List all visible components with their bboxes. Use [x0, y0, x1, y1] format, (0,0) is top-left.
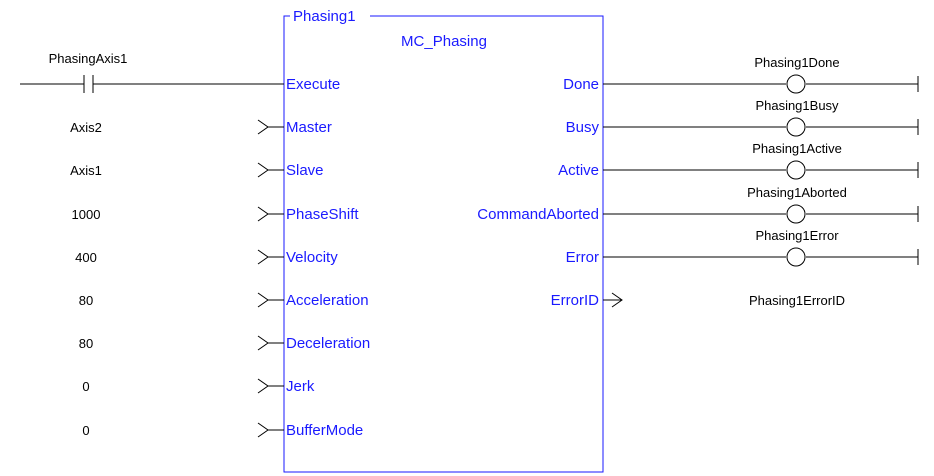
- coil-icon[interactable]: [603, 74, 919, 94]
- function-block-border: [283, 15, 604, 473]
- input-arrow-icon: [257, 292, 284, 308]
- output-value-error-id: Phasing1ErrorID: [749, 293, 845, 308]
- pin-deceleration[interactable]: Deceleration: [286, 335, 370, 352]
- input-row-buffer-mode: 0 BufferMode: [82, 422, 363, 439]
- coil-icon[interactable]: [603, 247, 919, 267]
- input-row-master: Axis2 Master: [70, 119, 332, 136]
- input-value-phase-shift: 1000: [72, 207, 101, 222]
- input-value-acceleration: 80: [79, 293, 93, 308]
- pin-slave[interactable]: Slave: [286, 162, 324, 179]
- input-row-phase-shift: 1000 PhaseShift: [72, 206, 360, 223]
- input-arrow-icon: [257, 249, 284, 265]
- output-row-active: Active Phasing1Active: [558, 141, 919, 180]
- coil-icon[interactable]: [603, 117, 919, 137]
- block-instance-name: Phasing1: [293, 8, 356, 25]
- input-value-deceleration: 80: [79, 336, 93, 351]
- output-row-error-id: ErrorID Phasing1ErrorID: [551, 292, 845, 309]
- pin-jerk[interactable]: Jerk: [286, 378, 315, 395]
- input-value-jerk: 0: [82, 379, 89, 394]
- input-row-slave: Axis1 Slave: [70, 162, 323, 179]
- pin-command-aborted[interactable]: CommandAborted: [477, 206, 599, 223]
- input-row-deceleration: 80 Deceleration: [79, 335, 370, 352]
- input-value-execute: PhasingAxis1: [49, 51, 128, 66]
- pin-acceleration[interactable]: Acceleration: [286, 292, 369, 309]
- output-row-done: Done Phasing1Done: [563, 55, 919, 94]
- input-row-velocity: 400 Velocity: [75, 249, 338, 266]
- block-type-name: MC_Phasing: [401, 33, 487, 50]
- pin-busy[interactable]: Busy: [566, 119, 600, 136]
- input-arrow-icon: [257, 422, 284, 438]
- output-arrow-icon: [603, 292, 623, 308]
- output-value-done: Phasing1Done: [754, 55, 839, 70]
- coil-icon[interactable]: [603, 160, 919, 180]
- input-value-velocity: 400: [75, 250, 97, 265]
- pin-error[interactable]: Error: [566, 249, 599, 266]
- output-row-error: Error Phasing1Error: [566, 228, 919, 267]
- input-arrow-icon: [257, 335, 284, 351]
- pin-error-id[interactable]: ErrorID: [551, 292, 600, 309]
- output-value-busy: Phasing1Busy: [755, 98, 839, 113]
- output-value-active: Phasing1Active: [752, 141, 842, 156]
- input-row-acceleration: 80 Acceleration: [79, 292, 369, 309]
- output-row-command-aborted: CommandAborted Phasing1Aborted: [477, 185, 919, 224]
- input-arrow-icon: [257, 162, 284, 178]
- pin-execute[interactable]: Execute: [286, 76, 340, 93]
- outputs-layer: DonePhasing1DoneBusyPhasing1BusyActivePh…: [477, 55, 919, 309]
- input-arrow-icon: [257, 206, 284, 222]
- input-value-master: Axis2: [70, 120, 102, 135]
- input-row-jerk: 0 Jerk: [82, 378, 314, 395]
- pin-buffer-mode[interactable]: BufferMode: [286, 422, 363, 439]
- output-row-busy: Busy Phasing1Busy: [566, 98, 919, 137]
- input-value-slave: Axis1: [70, 163, 102, 178]
- function-block[interactable]: Phasing1 MC_Phasing: [283, 8, 604, 473]
- pin-done[interactable]: Done: [563, 76, 599, 93]
- coil-icon[interactable]: [603, 204, 919, 224]
- pin-master[interactable]: Master: [286, 119, 332, 136]
- input-value-buffer-mode: 0: [82, 423, 89, 438]
- pin-active[interactable]: Active: [558, 162, 599, 179]
- input-arrow-icon: [257, 378, 284, 394]
- contact-icon[interactable]: [20, 75, 284, 93]
- output-value-error: Phasing1Error: [755, 228, 839, 243]
- pin-phase-shift[interactable]: PhaseShift: [286, 206, 359, 223]
- output-value-command-aborted: Phasing1Aborted: [747, 185, 847, 200]
- pin-velocity[interactable]: Velocity: [286, 249, 338, 266]
- input-arrow-icon: [257, 119, 284, 135]
